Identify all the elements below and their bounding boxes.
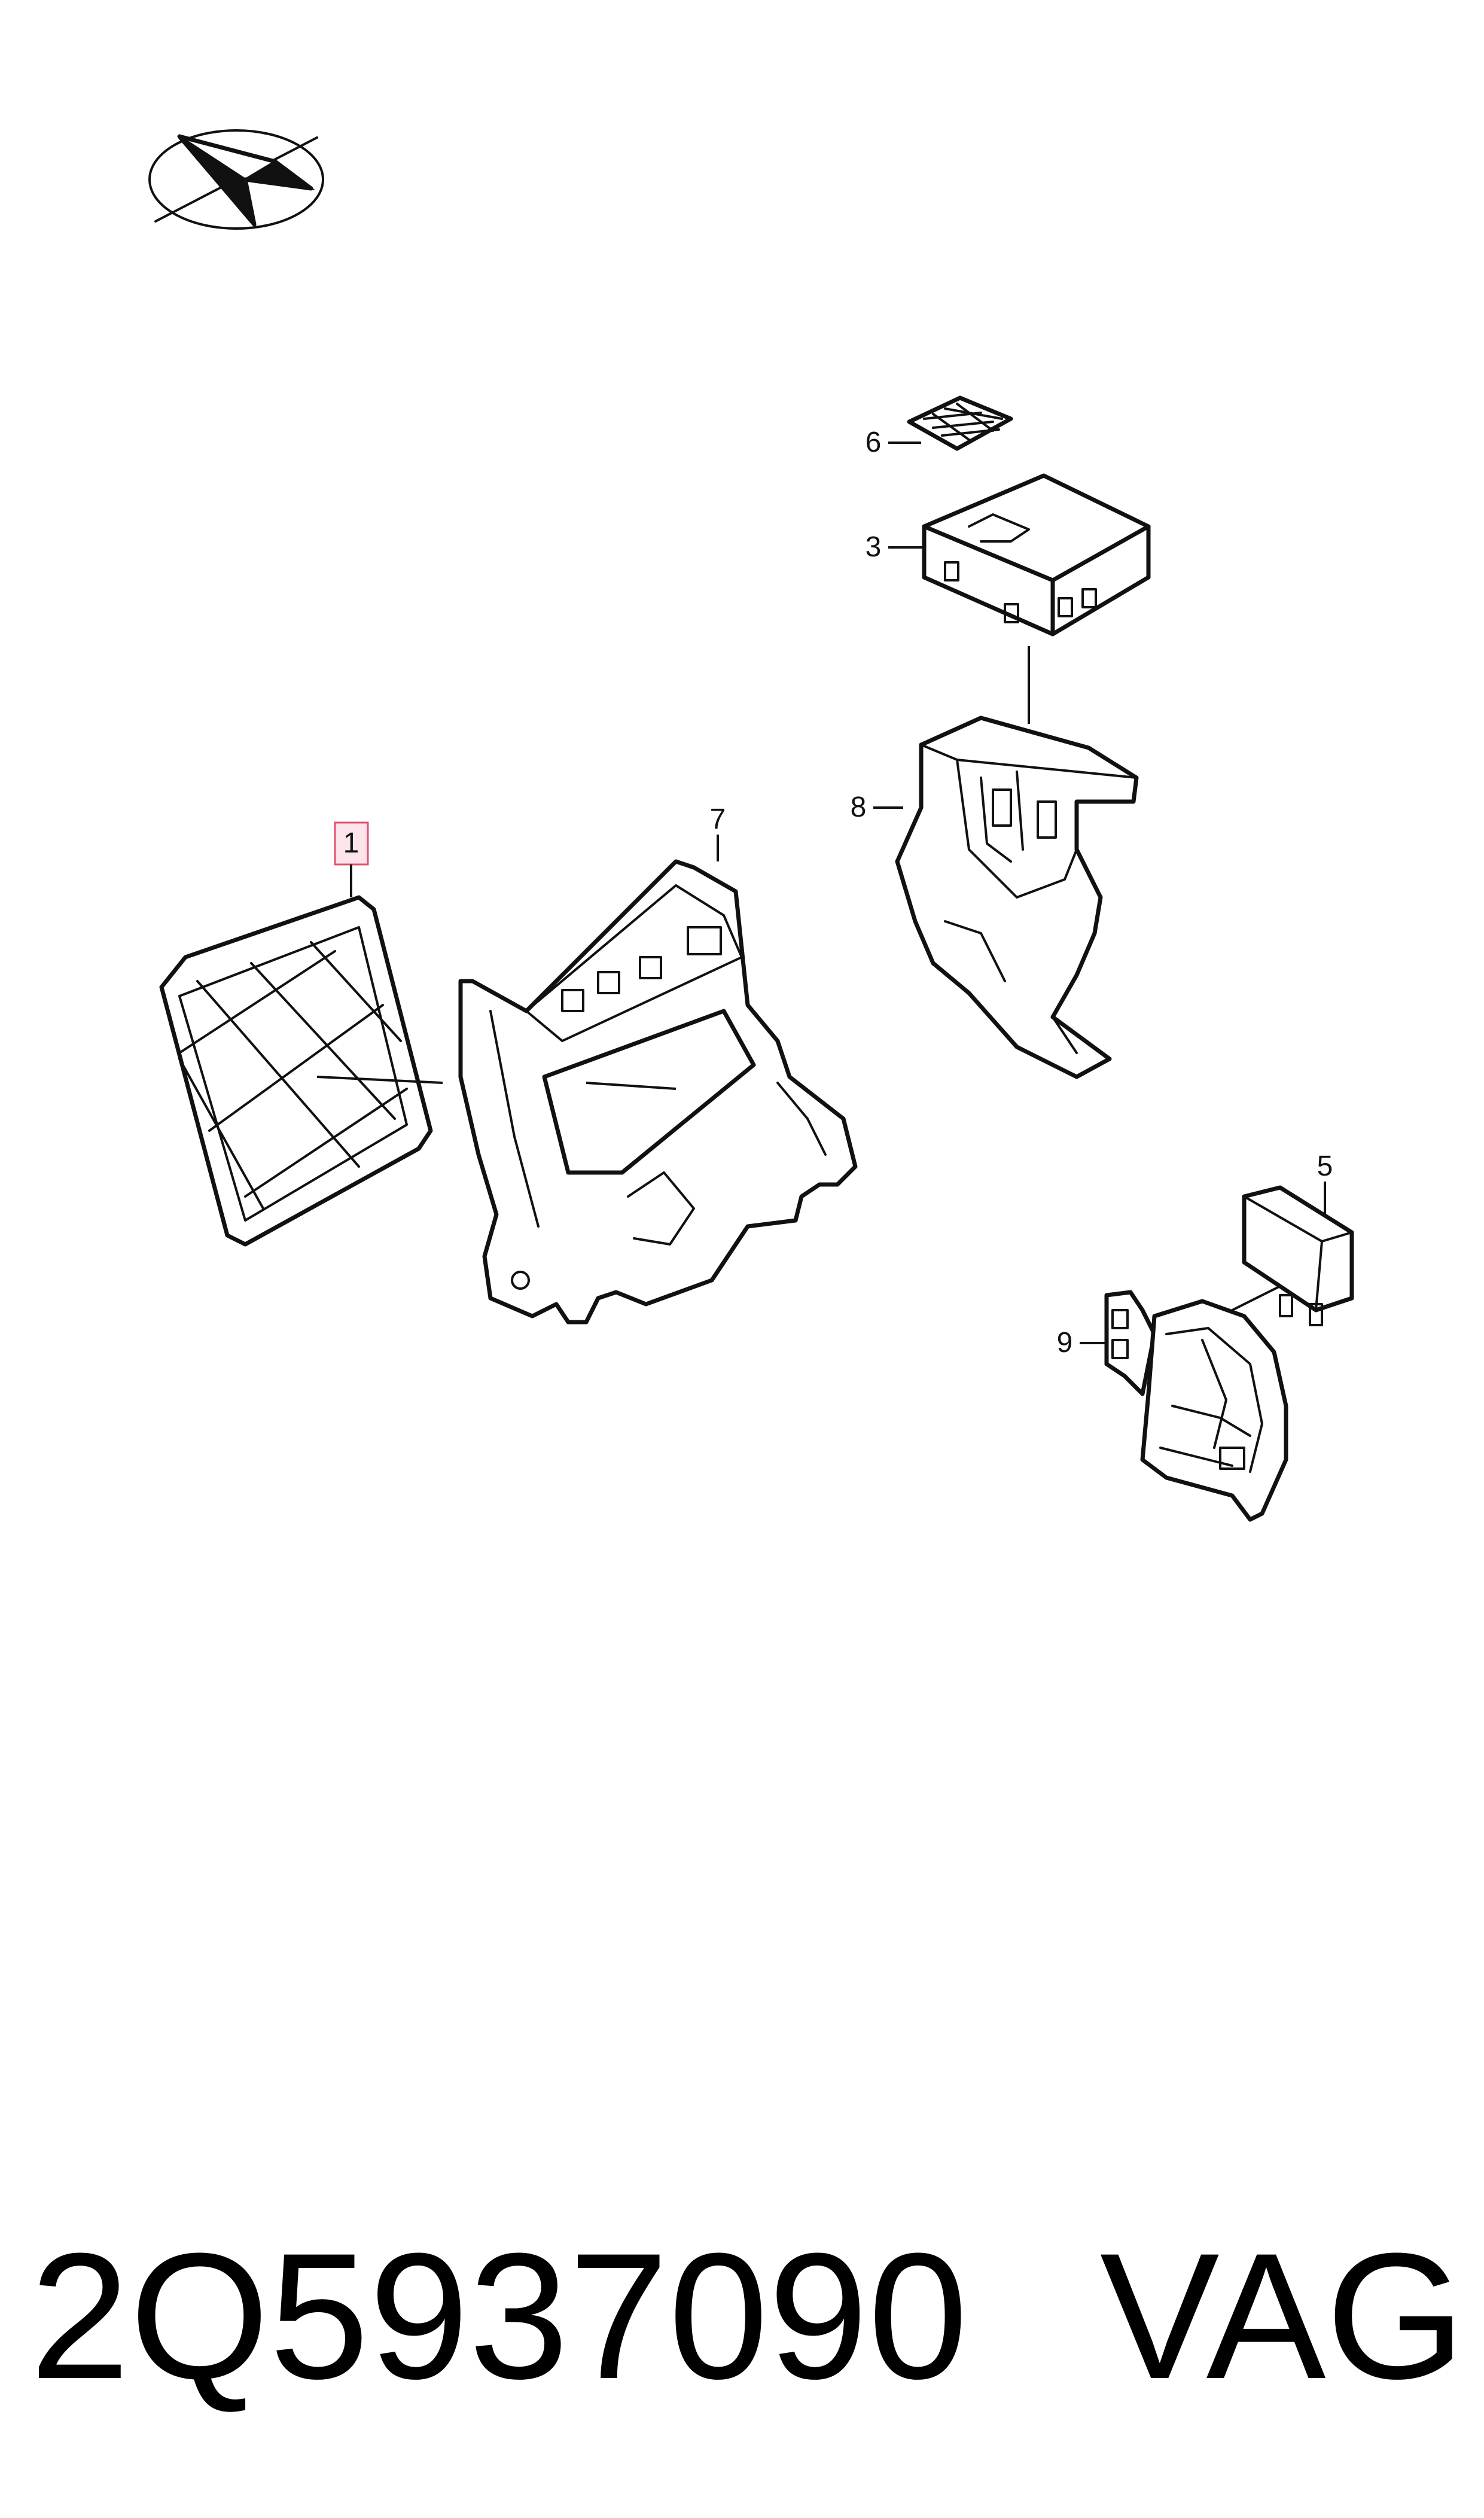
part-5-module [1220, 1185, 1354, 1326]
callout-1[interactable]: 1 [334, 821, 369, 897]
callout-7-label: 7 [710, 803, 726, 835]
callout-9[interactable]: 9 [1057, 1327, 1107, 1359]
callout-5-label: 5 [1317, 1150, 1333, 1182]
part-number-text: 2Q5937090 [30, 2215, 968, 2416]
callout-9-label: 9 [1057, 1327, 1073, 1359]
callout-6[interactable]: 6 [866, 427, 921, 458]
part-6-pad [907, 395, 1013, 451]
callout-8-label: 8 [851, 791, 867, 823]
callout-1-highlight [334, 821, 369, 866]
callout-3-label: 3 [866, 531, 882, 563]
callout-7[interactable]: 7 [710, 803, 726, 861]
callout-1-label: 1 [343, 827, 359, 859]
part-7-center-frame [458, 859, 858, 1325]
callout-5[interactable]: 5 [1317, 1150, 1333, 1214]
part-8-bracket [895, 715, 1139, 1079]
part-9-holder [1104, 1290, 1288, 1522]
brand-text: VAG [1100, 2215, 1465, 2416]
paper-plane-logo-icon [148, 129, 324, 230]
part-3-control-unit [922, 473, 1151, 724]
callout-3[interactable]: 3 [866, 531, 924, 563]
callout-8[interactable]: 8 [851, 791, 903, 823]
callout-6-label: 6 [866, 427, 882, 458]
part-1-cover-panel [159, 895, 443, 1247]
